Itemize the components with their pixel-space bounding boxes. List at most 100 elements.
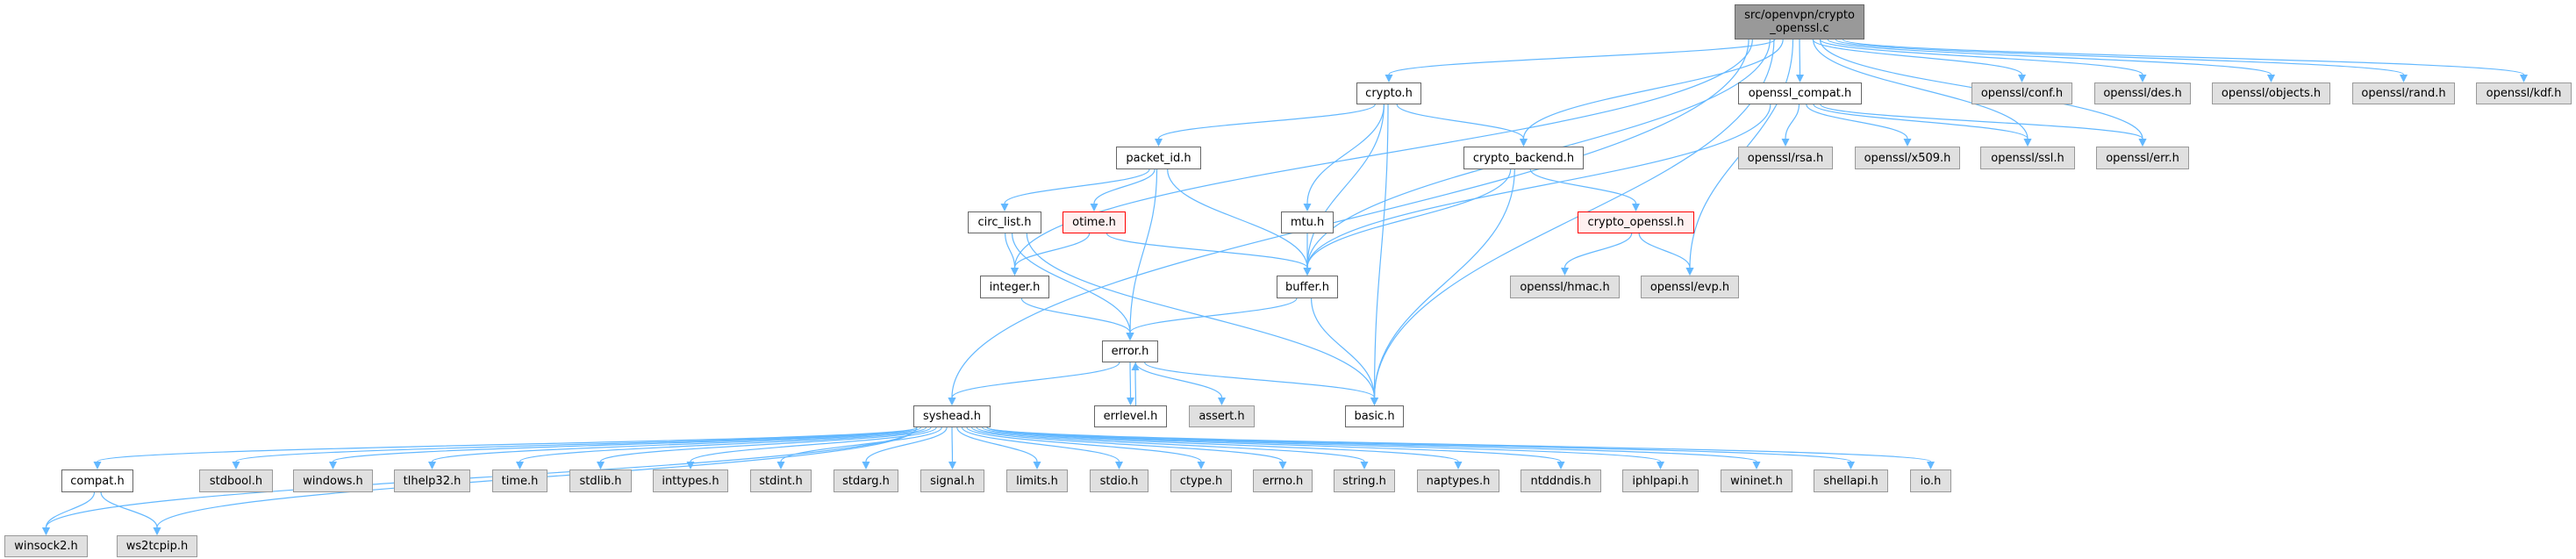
node-error[interactable]: error.h bbox=[1102, 340, 1158, 362]
node-conf[interactable]: openssl/conf.h bbox=[1971, 82, 2072, 104]
edge-compat-to-ws2tcpip bbox=[100, 491, 158, 528]
node-label: openssl/rand.h bbox=[2361, 87, 2446, 100]
node-label: stdlib.h bbox=[579, 474, 622, 488]
node-ctype[interactable]: ctype.h bbox=[1170, 469, 1232, 492]
node-wininet[interactable]: wininet.h bbox=[1721, 469, 1792, 492]
node-label: openssl/err.h bbox=[2106, 151, 2179, 165]
node-windows[interactable]: windows.h bbox=[293, 469, 373, 492]
node-winsock2[interactable]: winsock2.h bbox=[4, 535, 88, 557]
edge-root-to-des bbox=[1819, 39, 2143, 75]
arrowhead-icon bbox=[2138, 75, 2147, 82]
node-assert[interactable]: assert.h bbox=[1189, 405, 1255, 427]
node-err[interactable]: openssl/err.h bbox=[2096, 147, 2189, 169]
node-limits[interactable]: limits.h bbox=[1006, 469, 1068, 492]
node-label: otime.h bbox=[1072, 216, 1116, 229]
node-kdf[interactable]: openssl/kdf.h bbox=[2476, 82, 2572, 104]
arrowhead-icon bbox=[329, 462, 337, 469]
arrowhead-icon bbox=[1011, 268, 1019, 276]
node-rand[interactable]: openssl/rand.h bbox=[2352, 82, 2455, 104]
node-circ-list[interactable]: circ_list.h bbox=[968, 211, 1041, 233]
node-stdint[interactable]: stdint.h bbox=[750, 469, 812, 492]
edge-syshead-to-stdlib bbox=[599, 426, 932, 462]
node-crypto[interactable]: crypto.h bbox=[1356, 82, 1421, 104]
node-naptypes[interactable]: naptypes.h bbox=[1417, 469, 1499, 492]
arrowhead-icon bbox=[1903, 139, 1912, 147]
edge-compat-to-winsock2 bbox=[45, 491, 96, 528]
node-x509[interactable]: openssl/x509.h bbox=[1855, 147, 1960, 169]
edge-error-to-basic bbox=[1144, 362, 1376, 398]
node-label: crypto_backend.h bbox=[1472, 151, 1575, 165]
node-stdlib[interactable]: stdlib.h bbox=[569, 469, 632, 492]
node-des[interactable]: openssl/des.h bbox=[2094, 82, 2191, 104]
edge-syshead-to-winsock2 bbox=[45, 426, 918, 528]
node-crypto-backend[interactable]: crypto_backend.h bbox=[1463, 147, 1584, 169]
edge-openssl_compat-to-ssl bbox=[1813, 104, 2029, 140]
node-string[interactable]: string.h bbox=[1334, 469, 1395, 492]
arrowhead-icon bbox=[1685, 268, 1694, 276]
node-signal[interactable]: signal.h bbox=[920, 469, 984, 492]
node-label: buffer.h bbox=[1285, 280, 1329, 294]
node-stdbool[interactable]: stdbool.h bbox=[199, 469, 273, 492]
arrowhead-icon bbox=[1796, 75, 1804, 82]
node-io[interactable]: io.h bbox=[1910, 469, 1951, 492]
node-inttypes[interactable]: inttypes.h bbox=[653, 469, 728, 492]
edge-crypto_openssl-to-hmac bbox=[1563, 233, 1633, 269]
node-objects[interactable]: openssl/objects.h bbox=[2212, 82, 2330, 104]
node-tlhelp32[interactable]: tlhelp32.h bbox=[394, 469, 470, 492]
node-label: shellapi.h bbox=[1823, 474, 1878, 488]
node-label: errno.h bbox=[1262, 474, 1304, 488]
node-integer[interactable]: integer.h bbox=[980, 276, 1049, 298]
node-hmac[interactable]: openssl/hmac.h bbox=[1510, 276, 1620, 298]
node-label: syshead.h bbox=[922, 410, 982, 423]
node-basic[interactable]: basic.h bbox=[1345, 405, 1404, 427]
node-buffer[interactable]: buffer.h bbox=[1277, 276, 1338, 298]
node-root[interactable]: src/openvpn/crypto _openssl.c bbox=[1735, 4, 1864, 39]
arrowhead-icon bbox=[1781, 139, 1790, 147]
node-rsa[interactable]: openssl/rsa.h bbox=[1738, 147, 1833, 169]
arrowhead-icon bbox=[1752, 462, 1761, 469]
arrowhead-icon bbox=[1556, 462, 1565, 469]
edge-errlevel-to-error bbox=[1134, 369, 1137, 406]
node-packet-id[interactable]: packet_id.h bbox=[1116, 147, 1201, 169]
node-errlevel[interactable]: errlevel.h bbox=[1094, 405, 1167, 427]
arrowhead-icon bbox=[1370, 398, 1378, 405]
node-label: limits.h bbox=[1016, 474, 1058, 488]
node-crypto-openssl[interactable]: crypto_openssl.h bbox=[1578, 211, 1694, 233]
edge-root-to-rand bbox=[1835, 39, 2405, 75]
edge-openssl_compat-to-buffer bbox=[1306, 104, 1771, 269]
edge-syshead-to-wininet bbox=[986, 426, 1757, 462]
edge-syshead-to-time bbox=[519, 426, 927, 462]
edge-root-to-kdf bbox=[1842, 39, 2525, 75]
edge-crypto-to-crypto_backend bbox=[1396, 104, 1525, 140]
node-iphlpapi[interactable]: iphlpapi.h bbox=[1622, 469, 1699, 492]
node-errno[interactable]: errno.h bbox=[1253, 469, 1313, 492]
node-compat[interactable]: compat.h bbox=[61, 469, 133, 492]
node-label: ws2tcpip.h bbox=[125, 540, 189, 553]
edge-crypto_openssl-to-evp bbox=[1638, 233, 1691, 269]
node-label: openssl/ssl.h bbox=[1991, 151, 2064, 165]
node-evp[interactable]: openssl/evp.h bbox=[1641, 276, 1739, 298]
node-shellapi[interactable]: shellapi.h bbox=[1814, 469, 1888, 492]
arrowhead-icon bbox=[1000, 204, 1009, 211]
arrowhead-icon bbox=[1127, 398, 1134, 405]
arrowhead-icon bbox=[1278, 462, 1287, 469]
node-label: signal.h bbox=[930, 474, 975, 488]
edge-syshead-to-stdint bbox=[780, 426, 942, 462]
node-label: integer.h bbox=[989, 280, 1041, 294]
node-stdio[interactable]: stdio.h bbox=[1090, 469, 1148, 492]
node-stdarg[interactable]: stdarg.h bbox=[834, 469, 898, 492]
node-otime[interactable]: otime.h bbox=[1063, 211, 1126, 233]
arrowhead-icon bbox=[1657, 462, 1664, 469]
arrowhead-icon bbox=[1927, 462, 1935, 469]
node-syshead[interactable]: syshead.h bbox=[913, 405, 991, 427]
node-ssl[interactable]: openssl/ssl.h bbox=[1980, 147, 2075, 169]
arrowhead-icon bbox=[1360, 462, 1369, 469]
node-openssl-compat[interactable]: openssl_compat.h bbox=[1738, 82, 1862, 104]
node-label: assert.h bbox=[1199, 410, 1245, 423]
node-ws2tcpip[interactable]: ws2tcpip.h bbox=[117, 535, 197, 557]
edge-syshead-to-ntddndis bbox=[986, 426, 1562, 462]
node-time[interactable]: time.h bbox=[492, 469, 547, 492]
node-ntddndis[interactable]: ntddndis.h bbox=[1521, 469, 1601, 492]
node-mtu[interactable]: mtu.h bbox=[1281, 211, 1334, 233]
